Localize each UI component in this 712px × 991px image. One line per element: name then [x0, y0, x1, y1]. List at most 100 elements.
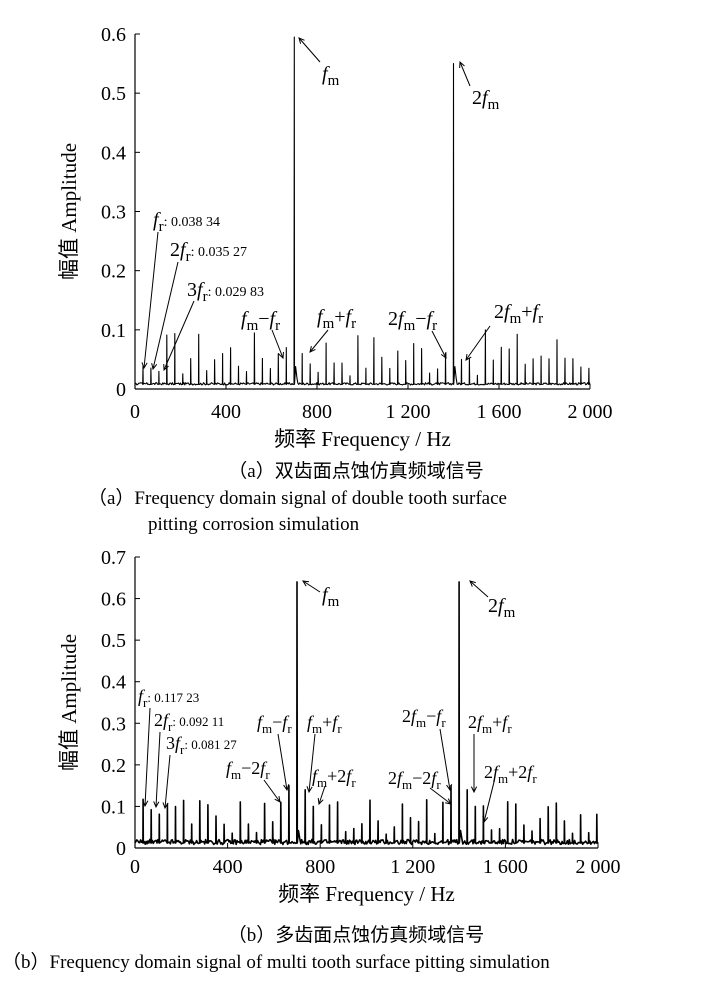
y-tick-label: 0 [116, 838, 126, 860]
y-tick-label: 0.2 [101, 261, 126, 283]
peak-annotation: 2fr: 0.092 11 [154, 710, 224, 734]
annotation-leader [459, 61, 471, 87]
y-tick-label: 0.5 [101, 630, 126, 652]
peak-annotation: 2fm−fr [402, 706, 446, 730]
annotation-arrowhead [151, 363, 158, 371]
peak-annotation: 2fr: 0.035 27 [170, 239, 247, 265]
y-tick-label: 0.4 [101, 672, 126, 694]
x-tick-label: 1 200 [386, 401, 431, 423]
annotation-arrowhead [446, 784, 453, 792]
chart-a: 0 0.1 0.2 0.3 0.4 0.5 0.6 0 400 800 1 200 1 600 2 00… [57, 24, 613, 451]
annotation-leader [431, 330, 447, 359]
peak-annotation: 2fm+fr [494, 301, 543, 327]
peak-annotation: fm+fr [317, 306, 356, 332]
peak-annotation: fm−2fr [226, 758, 270, 782]
annotation-leader [263, 779, 281, 803]
x-tick-label: 1 600 [483, 856, 528, 878]
x-tick-label: 2 000 [568, 401, 613, 423]
annotation-arrowhead [469, 580, 476, 587]
peak-annotation: fm+fr [307, 712, 342, 736]
y-axis-label: 幅值 Amplitude [57, 143, 81, 280]
peak-annotation: fm−fr [257, 712, 292, 736]
y-tick-label: 0.5 [101, 83, 126, 105]
peak-annotation: 2fm+fr [468, 712, 512, 736]
caption-a-en-line1: （a）Frequency domain signal of double too… [88, 488, 507, 509]
caption-b-cn: （b）多齿面点蚀仿真频域信号 [227, 925, 485, 946]
peak-annotation: 3fr: 0.029 83 [187, 279, 264, 305]
annotation-leader [302, 580, 321, 593]
x-tick-label: 2 000 [576, 856, 621, 878]
annotation-arrowhead [440, 351, 447, 360]
annotation-arrowhead [465, 353, 472, 361]
x-tick-label: 0 [130, 401, 140, 423]
annotation-arrowhead [302, 580, 310, 587]
x-tick-label: 400 [213, 856, 243, 878]
figure-canvas: 0 0.1 0.2 0.3 0.4 0.5 0.6 0 400 800 1 200 1 600 2 00… [57, 24, 621, 906]
annotation-arrowhead [153, 801, 160, 809]
y-tick-label: 0.2 [101, 755, 126, 777]
peak-annotation: 3fr: 0.081 27 [166, 733, 237, 757]
x-tick-label: 800 [302, 401, 332, 423]
annotation-leader [318, 785, 326, 805]
annotation-leader [155, 731, 161, 808]
peak-annotation: fm+2fr [312, 766, 356, 790]
y-tick-label: 0.1 [101, 320, 126, 342]
x-axis-label: 频率 Frequency / Hz [274, 427, 451, 451]
y-tick-label: 0.1 [101, 796, 126, 818]
annotation-arrowhead [459, 60, 465, 69]
annotation-leader [429, 787, 452, 805]
annotation-leader [439, 728, 451, 791]
y-tick-label: 0.3 [101, 202, 126, 224]
annotation-arrowhead [306, 786, 313, 794]
y-tick-label: 0 [116, 379, 126, 401]
peak-annotation: 2fm−fr [388, 308, 437, 334]
peak-annotation: 2fm+2fr [484, 762, 537, 786]
annotation-arrowhead [309, 346, 316, 353]
x-tick-label: 400 [211, 401, 241, 423]
annotation-arrowhead [317, 797, 324, 806]
caption-a-en-line2: pitting corrosion simulation [148, 514, 360, 535]
annotation-leader [152, 261, 179, 370]
x-tick-label: 800 [305, 856, 335, 878]
annotation-arrowhead [298, 37, 305, 44]
annotation-leader [144, 707, 151, 807]
peak-annotation: fm−fr [241, 308, 280, 334]
annotation-arrowhead [278, 351, 284, 360]
annotation-leader [271, 329, 284, 359]
annotation-leader [277, 733, 288, 791]
peak-annotation: 2fm−2fr [388, 768, 441, 792]
chart-b: 0 0.1 0.2 0.3 0.4 0.5 0.6 0.7 0 400 800 1 200 1 600 2… [57, 547, 621, 906]
annotation-arrowhead [142, 800, 149, 808]
annotation-leader [308, 733, 316, 793]
y-tick-label: 0.4 [101, 142, 126, 164]
annotation-leader [164, 754, 171, 809]
annotation-leader [143, 231, 159, 369]
peak-annotation: fm [322, 584, 340, 610]
annotation-arrowhead [162, 802, 169, 810]
peak-annotation: 2fm [488, 595, 516, 621]
y-tick-label: 0.7 [101, 547, 126, 569]
annotation-leader [163, 300, 195, 371]
annotation-leader [298, 37, 321, 63]
spectrum-line [134, 581, 599, 846]
caption-a-cn: （a）双齿面点蚀仿真频域信号 [228, 461, 484, 482]
y-tick-label: 0.6 [101, 589, 126, 611]
annotation-leader [465, 325, 491, 361]
y-tick-label: 0.3 [101, 713, 126, 735]
peak-annotation: fr: 0.038 34 [153, 209, 220, 235]
annotation-leader [483, 781, 495, 823]
annotation-arrowhead [274, 796, 281, 803]
x-tick-label: 1 200 [390, 856, 435, 878]
x-axis-label: 频率 Frequency / Hz [278, 882, 455, 906]
x-tick-label: 0 [130, 856, 140, 878]
annotation-arrowhead [470, 786, 478, 794]
peak-annotation: 2fm [472, 87, 500, 113]
y-axis-label: 幅值 Amplitude [57, 634, 81, 771]
spectrum-line [134, 36, 591, 386]
annotation-arrowhead [141, 362, 148, 370]
annotation-arrowhead [482, 816, 489, 824]
y-tick-label: 0.6 [101, 24, 126, 46]
peak-annotation: fr: 0.117 23 [138, 686, 199, 710]
x-tick-label: 1 600 [477, 401, 522, 423]
annotation-arrowhead [445, 798, 452, 805]
